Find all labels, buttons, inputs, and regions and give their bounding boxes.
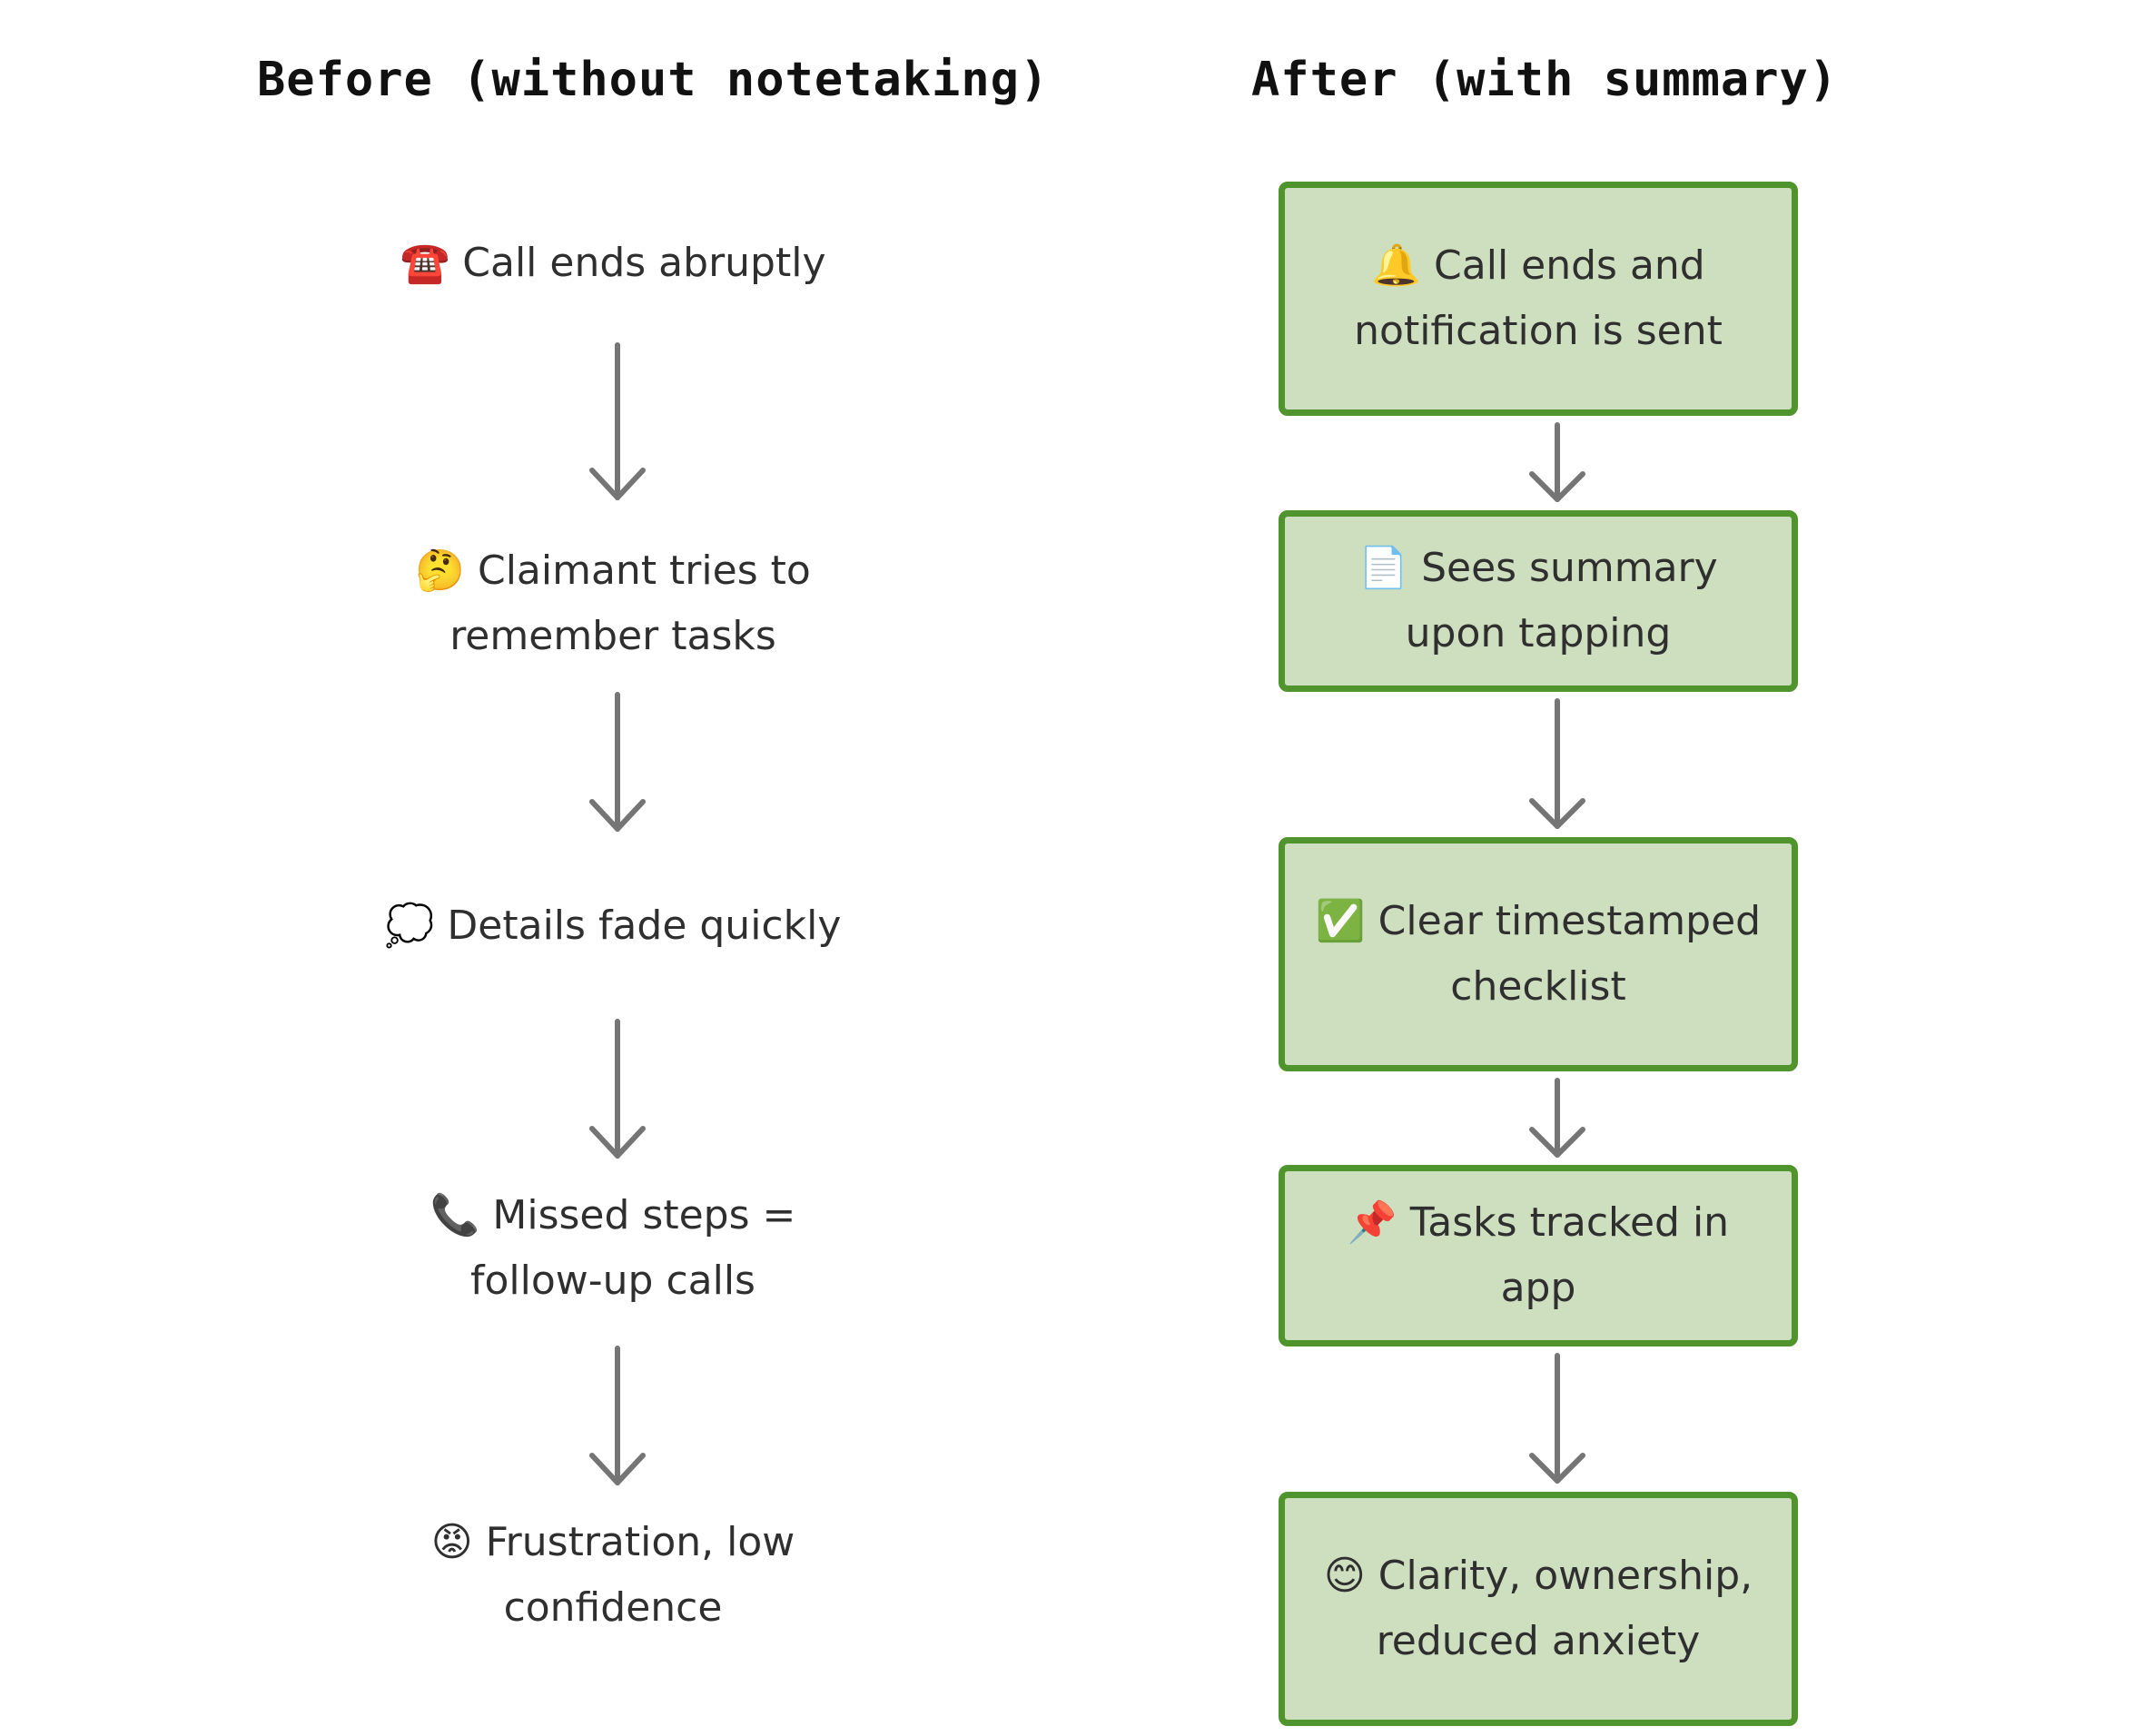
before-arrow-4 [589,1346,646,1485]
before-arrow-2 [589,692,646,832]
before-column-title: Before (without notetaking) [257,53,1050,107]
after-arrow-2 [1529,698,1585,829]
after-step-notification: 🔔 Call ends and notification is sent [1279,182,1798,416]
before-step-missed-steps: 📞 Missed steps = follow-up calls [430,1192,796,1304]
after-arrow-4 [1529,1353,1585,1484]
after-arrow-1 [1529,422,1585,502]
before-step-frustration: 😡 Frustration, low confidence [430,1519,795,1631]
after-step-checklist: ✅ Clear timestamped checklist [1279,837,1798,1071]
before-step-remember-tasks: 🤔 Claimant tries to remember tasks [415,547,811,659]
before-arrow-3 [589,1019,646,1159]
after-step-tasks-tracked: 📌 Tasks tracked in app [1279,1165,1798,1346]
after-column-title: After (with summary) [1251,53,1839,107]
after-step-summary: 📄 Sees summary upon tapping [1279,510,1798,692]
before-step-call-ends: ☎️ Call ends abruptly [400,240,826,286]
before-arrow-1 [589,342,646,500]
after-arrow-3 [1529,1078,1585,1158]
before-step-details-fade: 💭 Details fade quickly [384,903,842,949]
after-step-clarity: 😊 Clarity, ownership, reduced anxiety [1279,1492,1798,1726]
